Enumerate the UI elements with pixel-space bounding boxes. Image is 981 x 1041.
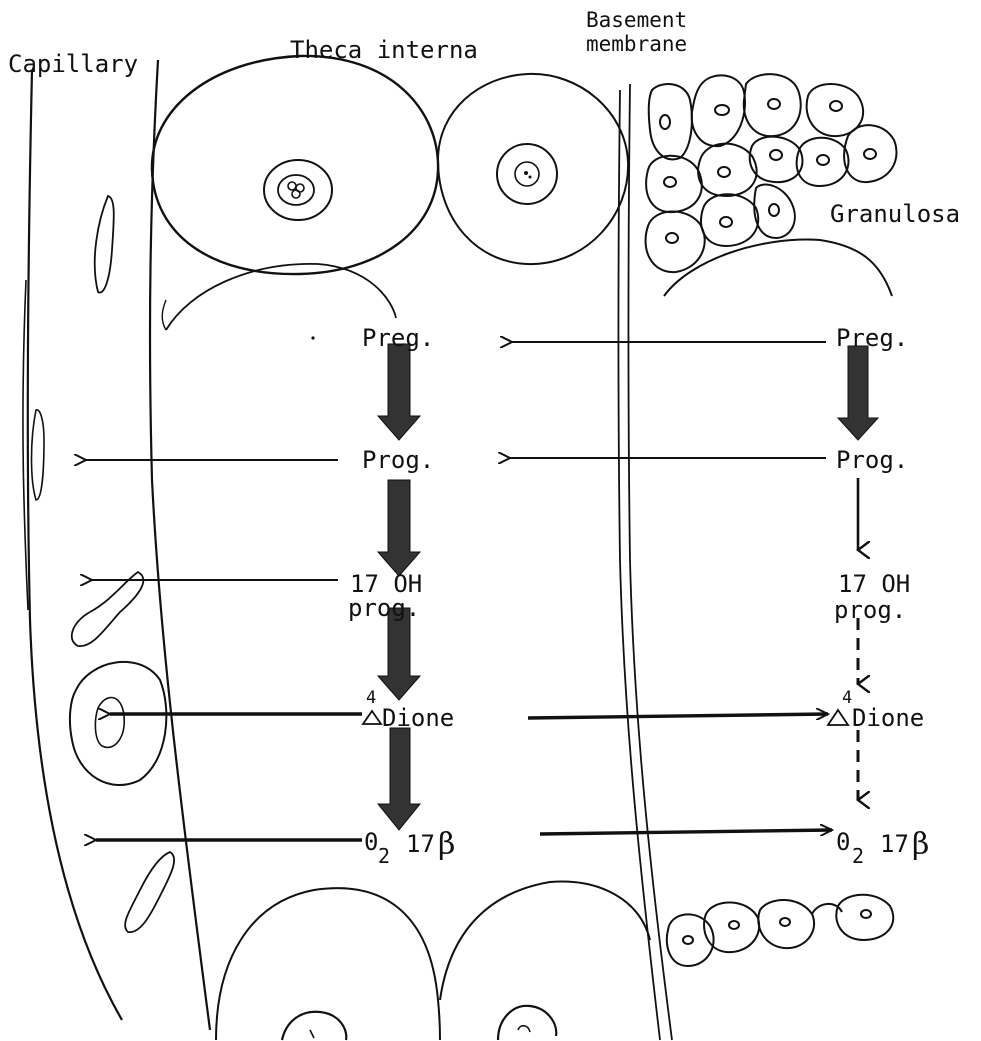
granulosa-prog2-label: prog. [834,598,906,622]
speck [311,336,314,339]
delta-symbol-theca [363,711,381,724]
basement-membrane-line [629,84,673,1040]
theca-arrow-preg-prog [378,344,420,440]
theca-cell-bottom [216,888,440,1040]
theca-estradiol-beta: β [438,830,455,860]
capillary-cell [72,572,144,646]
theca-dione-label: Dione [382,706,454,730]
basement-membrane-label-line2: membrane [586,34,687,55]
delta-symbol-granulosa [828,710,848,725]
arrow-estradiol-theca-to-granulosa [540,830,832,834]
theca-nucleus-partial [498,1006,556,1040]
basement-membrane-label-line1: Basement [586,10,687,31]
granulosa-arrow-preg-prog [838,346,878,440]
theca-estradiol-17: 17 [406,832,435,856]
theca-estradiol-main: 0 [364,830,378,854]
theca-arrow-prog-ohprog [378,480,420,576]
granulosa-prog-label: Prog. [836,448,908,472]
granulosa-dione-label: Dione [852,706,924,730]
granulosa-estradiol-subscript: 2 [852,844,864,868]
theca-arrow-dione-estradiol [378,728,420,830]
granulosa-delta-superscript: 4 [842,688,852,708]
capillary-label: Capillary [8,52,138,76]
capillary-cell [95,196,114,293]
arrow-theca-dione-to-granulosa [528,714,828,718]
capillary-cell [32,410,45,500]
theca-cell [438,74,628,264]
nucleolus-dot [288,182,296,190]
capillary-cell-nucleus [95,698,124,748]
granulosa-cell-row [667,895,893,966]
nucleolus-dot [529,176,532,179]
capillary-cell [125,852,174,932]
theca-cell-arc [162,300,166,330]
theca-interna-label: Theca interna [290,38,478,62]
speck [518,1026,530,1032]
theca-cell [152,56,438,274]
granulosa-cell-cluster [646,74,897,296]
theca-17oh-label: 17 OH [350,572,422,596]
granulosa-estradiol-17: 17 [880,832,909,856]
theca-delta-superscript: 4 [366,688,376,708]
nucleolus-dot [292,190,300,198]
theca-preg-label: Preg. [362,326,434,350]
granulosa-label: Granulosa [830,202,960,226]
granulosa-estradiol-beta: β [912,830,929,860]
theca-cell-bottom [440,882,650,1000]
capillary-wall-left [28,70,122,1020]
capillary-cell [70,662,166,785]
theca-estradiol-subscript: 2 [378,844,390,868]
speck [310,1030,314,1038]
granulosa-estradiol-main: 0 [836,830,850,854]
granulosa-preg-label: Preg. [836,326,908,350]
theca-prog-label: Prog. [362,448,434,472]
granulosa-17oh-label: 17 OH [838,572,910,596]
theca-nucleus-partial [282,1012,346,1040]
nucleolus-dot [524,171,528,175]
theca-prog2-label: prog. [348,596,420,620]
